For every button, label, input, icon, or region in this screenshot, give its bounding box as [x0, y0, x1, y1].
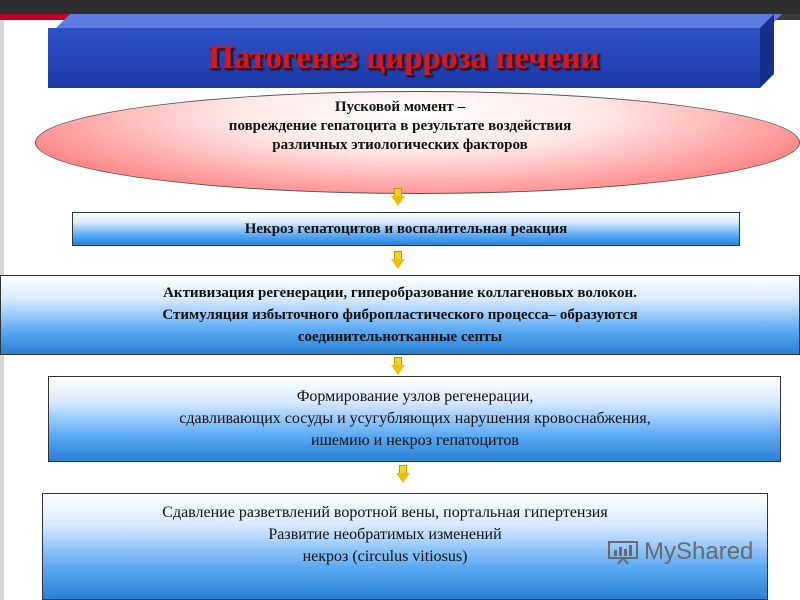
step-line: Развитие необратимых изменений — [268, 526, 502, 543]
top-dark-bar — [0, 0, 800, 14]
step-text-portal: Сдавление разветвлений воротной вены, по… — [55, 502, 715, 568]
down-arrow-icon — [391, 188, 405, 206]
step-line: Сдавление разветвлений воротной вены, по… — [162, 504, 608, 521]
step-box-necrosis — [72, 212, 740, 246]
step-line: некроз (circulus vitiosus) — [302, 548, 468, 565]
trigger-ellipse — [35, 91, 800, 194]
step-box-portal — [42, 493, 768, 600]
myshared-watermark: MyShared — [608, 538, 753, 566]
trigger-line: Пусковой момент – — [334, 99, 466, 115]
step-text-nodes: Формирование узлов регенерации, сдавлива… — [60, 386, 770, 452]
trigger-line: повреждение гепатоцита в результате возд… — [228, 118, 572, 134]
trigger-line: различных этиологических факторов — [272, 137, 528, 153]
step-line: соединительнотканные септы — [297, 329, 503, 345]
title-box-side-face — [760, 14, 774, 88]
title-box — [48, 28, 760, 88]
step-box-nodes — [48, 376, 781, 462]
title-box-top-face — [56, 14, 782, 28]
step-text-necrosis: Некроз гепатоцитов и воспалительная реак… — [244, 221, 568, 237]
down-arrow-icon — [391, 251, 405, 269]
step-line: Стимуляция избыточного фибропластическог… — [162, 307, 638, 323]
watermark-text: MyShared — [644, 538, 754, 565]
down-arrow-icon — [391, 357, 405, 375]
myshared-logo-icon — [608, 539, 638, 565]
step-line: Активизация регенерации, гиперобразовани… — [163, 285, 637, 301]
down-arrow-icon — [396, 465, 410, 483]
trigger-text: Пусковой момент – повреждение гепатоцита… — [150, 98, 650, 155]
step-line: Формирование узлов регенерации, — [296, 388, 534, 405]
step-box-regeneration — [0, 275, 800, 355]
step-line: ишемию и некроз гепатоцитов — [311, 432, 519, 449]
step-text-regeneration: Активизация регенерации, гиперобразовани… — [50, 282, 750, 348]
step-line: сдавливающих сосуды и усугубляющих наруш… — [179, 410, 651, 427]
slide-title: Патогенез цирроза печени — [208, 39, 600, 76]
